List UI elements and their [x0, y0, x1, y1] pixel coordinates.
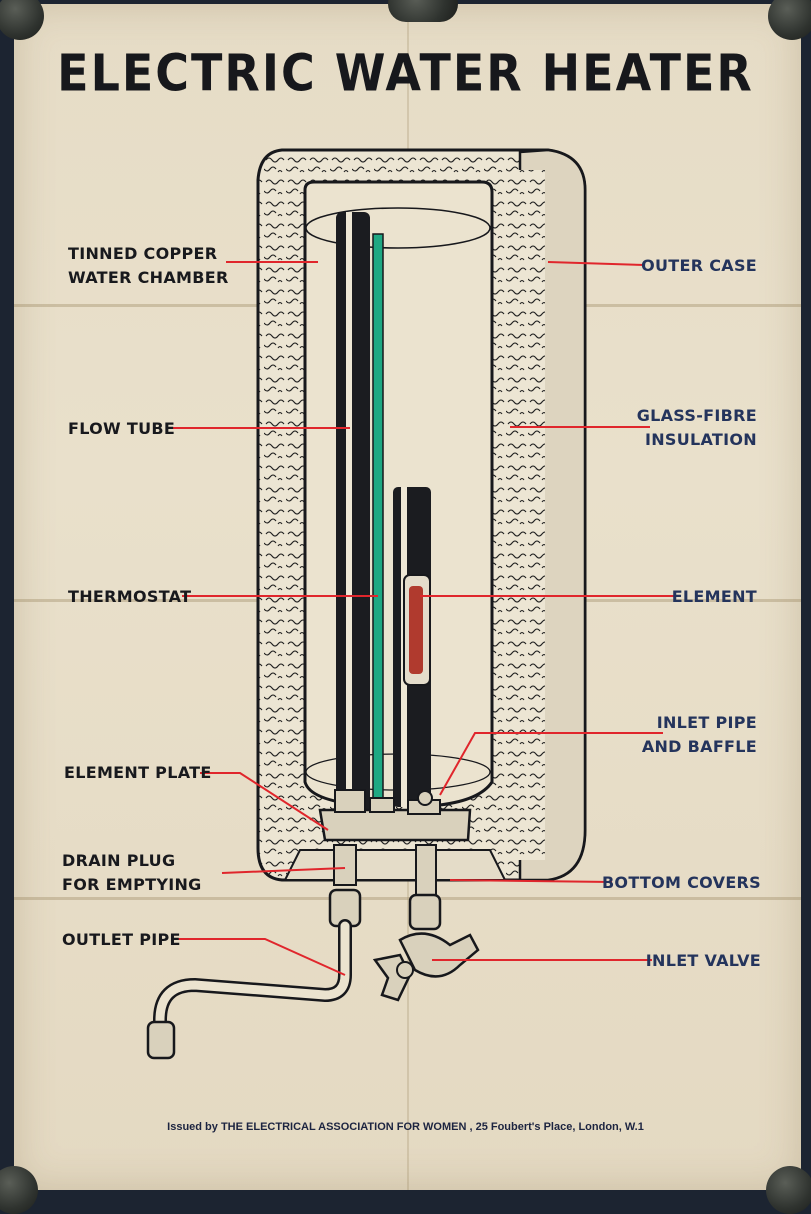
- leader-outer-case: [547, 261, 646, 266]
- flow-tube: [336, 212, 370, 812]
- inlet-valve: [398, 932, 480, 978]
- label-thermostat: THERMOSTAT: [68, 587, 192, 606]
- chamber-top-ellipse: [305, 207, 491, 249]
- poster-title: ELECTRIC WATER HEATER: [57, 43, 754, 103]
- label-glass-fibre-insulation: GLASS-FIBRE INSULATION: [636, 406, 757, 449]
- label-inlet-valve: INLET VALVE: [645, 951, 761, 970]
- outlet-pipe: [153, 919, 352, 1032]
- issuer-footer: Issued by THE ELECTRICAL ASSOCIATION FOR…: [167, 1121, 644, 1133]
- leader-outlet-pipe: [176, 938, 346, 976]
- insulation-right: [490, 170, 545, 860]
- label-inlet-pipe-and-baffle: INLET PIPE AND BAFFLE: [641, 713, 757, 756]
- label-element: ELEMENT: [671, 587, 757, 606]
- label-drain-plug: DRAIN PLUG FOR EMPTYING: [62, 851, 202, 894]
- fold-crease: [14, 897, 801, 900]
- thermostat: [372, 233, 384, 809]
- element-plate: [318, 808, 472, 842]
- leader-element-plate: [200, 772, 329, 831]
- label-element-plate: ELEMENT PLATE: [64, 763, 212, 782]
- label-outlet-pipe: OUTLET PIPE: [62, 930, 181, 949]
- leader-inlet-pipe: [439, 732, 663, 796]
- leader-drain-plug: [221, 867, 346, 874]
- label-tinned-copper-water-chamber: TINNED COPPER WATER CHAMBER: [68, 244, 229, 287]
- label-outer-case: OUTER CASE: [641, 256, 757, 275]
- pin-top-center: [388, 0, 458, 22]
- pin-top-right: [768, 0, 811, 40]
- label-bottom-covers: BOTTOM COVERS: [601, 873, 761, 892]
- leader-bottom-covers: [449, 879, 613, 883]
- drain-plug: [333, 844, 357, 886]
- bottom-cover: [283, 849, 507, 881]
- label-flow-tube: FLOW TUBE: [68, 419, 176, 438]
